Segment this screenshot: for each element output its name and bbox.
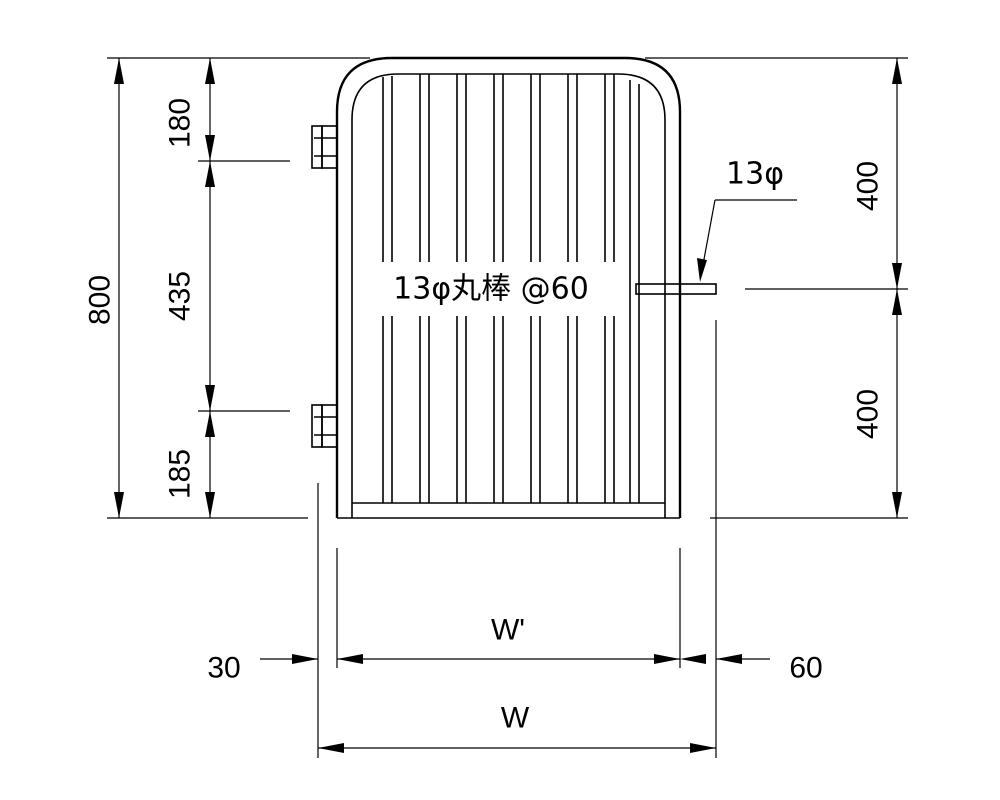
arrowheads <box>114 58 902 753</box>
dimension-lines <box>118 58 898 749</box>
dim-right-offset: 60 <box>789 652 822 685</box>
dim-right-lower: 400 <box>852 389 885 439</box>
hinge-top <box>311 125 338 169</box>
label-mask <box>368 262 616 316</box>
dimension-labels: 800 180 435 185 400 400 30 60 W' W <box>84 98 885 735</box>
latch-diameter-label: 13φ <box>726 157 784 192</box>
dim-top-segment: 180 <box>164 98 197 148</box>
round-bar <box>629 80 640 503</box>
dim-right-upper: 400 <box>852 161 885 211</box>
dim-middle-segment: 435 <box>164 271 197 321</box>
hinge-bottom <box>311 404 338 448</box>
extension-lines <box>107 57 908 758</box>
bar-spec-label: 13φ丸棒 @60 <box>393 272 589 307</box>
spec-labels: 13φ丸棒 @60 13φ <box>393 157 784 307</box>
dim-inner-width: W' <box>491 614 525 647</box>
dim-bottom-segment: 185 <box>164 449 197 499</box>
gate-frame <box>335 56 682 519</box>
dim-left-offset: 30 <box>207 652 240 685</box>
dim-total-height: 800 <box>84 275 117 325</box>
dim-outer-width: W <box>501 702 530 735</box>
latch <box>635 283 717 295</box>
